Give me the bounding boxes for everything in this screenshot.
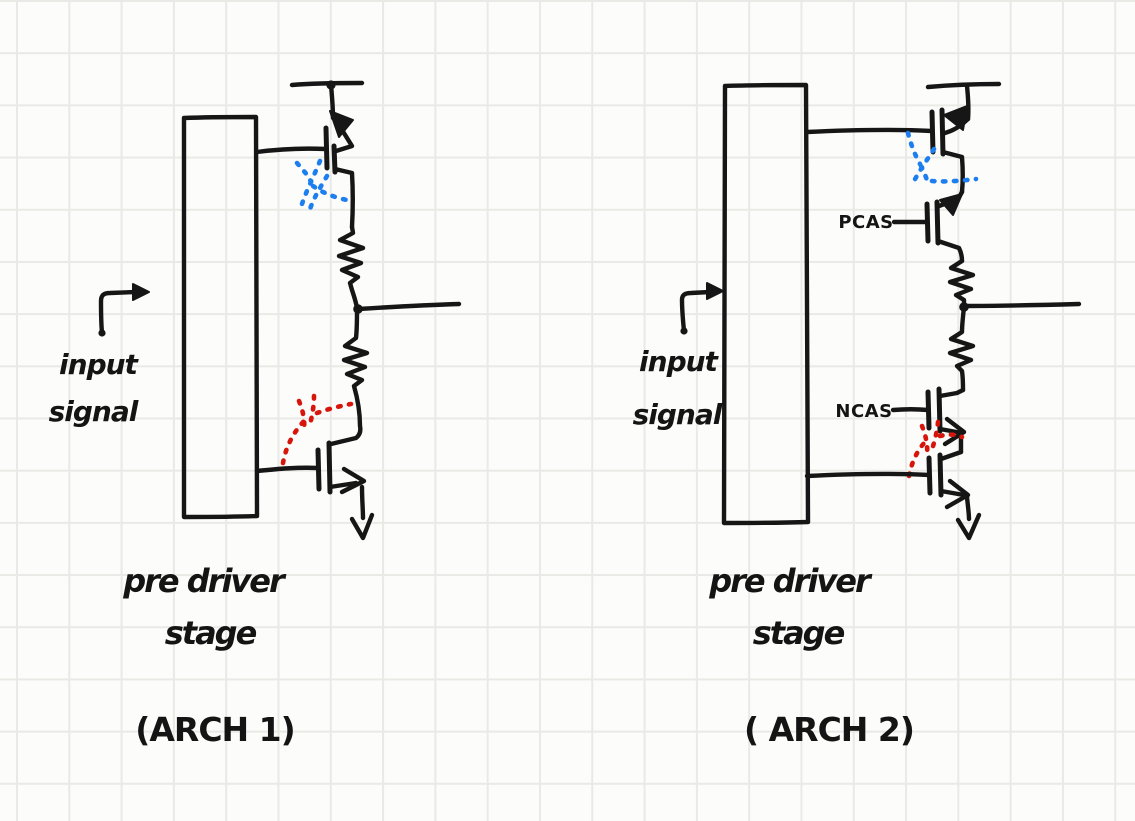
arch1-nmos-gate-wire	[254, 465, 321, 474]
arch2-capred-plate2	[928, 419, 941, 456]
arch1-nmos-channel-bar	[326, 440, 333, 495]
arch2-nmos-channel-bar	[937, 452, 944, 498]
arch1-nmos	[254, 440, 367, 495]
arch2-input-arrow-head	[706, 282, 724, 300]
arch2-ncas-label: NCAS	[835, 401, 892, 422]
arch1-input-label-line2: signal	[49, 395, 139, 428]
arch2-pcas-channel-bar	[934, 199, 941, 246]
arch2-predriver-box	[721, 82, 811, 526]
arch1-nmos-gate-bar	[315, 447, 322, 492]
arch2-capred-stroke1	[906, 435, 932, 479]
arch1-input-arrow-start-dot	[98, 329, 106, 337]
arch2-input-label-line2: signal	[633, 398, 723, 431]
arch2-pmos-source-arrow	[943, 105, 968, 131]
arch2-capblue-plate2	[918, 163, 931, 186]
arch1-circuit: input signal pre driver stage (ARCH 1)	[49, 80, 462, 749]
arch2-nmos-source-arrow	[944, 478, 971, 510]
arch2-pmos-channel-bar	[939, 107, 946, 157]
arch2-pmos-drain-wire	[940, 149, 965, 195]
arch2-ncas-gate-bar	[925, 389, 932, 431]
arch1-nmos-source-wire	[327, 480, 359, 490]
arch2-resistor-top	[947, 258, 976, 310]
arch2-nmos-source-wire	[938, 488, 967, 498]
arch2-output-wire	[961, 301, 1082, 309]
arch1-capblue-stroke2	[310, 183, 355, 204]
arch2-input-arrow-line	[679, 289, 713, 334]
arch2-capblue-stroke1	[905, 130, 923, 167]
arch2-nmos	[804, 449, 971, 510]
arch1-capred-plate1	[296, 398, 307, 433]
arch2-ncas-source-wire	[937, 426, 965, 436]
arch2-pcas-drain-wire	[935, 238, 965, 264]
arch1-capblue-stroke1	[294, 160, 314, 185]
arch1-resistor-bottom	[328, 307, 370, 447]
arch1-pmos-gate-wire	[254, 146, 329, 155]
arch2-nmos-drain-wire	[938, 449, 964, 462]
arch1-output-wire	[355, 301, 462, 312]
arch1-capblue-plate2	[306, 173, 330, 215]
arch1-capblue-plate1	[298, 158, 323, 210]
arch2-pcas-label: PCAS	[838, 212, 893, 233]
arch1-input-arrow-line	[98, 289, 139, 336]
arch2-nmos-gate-wire	[804, 471, 932, 479]
arch2-ground-stem	[964, 494, 972, 522]
arch2-capblue-plate1	[911, 146, 937, 184]
arch2-ncas-transistor	[890, 386, 967, 455]
arch1-pmos-source-arrow	[329, 110, 354, 138]
arch1-caption: (ARCH 1)	[135, 710, 294, 749]
arch2-pcas-gate-bar	[924, 201, 931, 244]
arch2-circuit: PCAS NCAS input signal pre driver stage …	[633, 81, 1082, 749]
arch1-parasitic-cap-blue-icon	[294, 158, 355, 215]
arch2-pmos-gate-wire	[804, 127, 935, 135]
arch2-box-label-line1: pre driver	[708, 562, 873, 600]
arch2-pmos-gate-bar	[929, 109, 936, 155]
arch1-pmos-gate-bar	[323, 125, 330, 171]
arch2-capred-plate1	[919, 423, 930, 459]
arch2-pmos	[804, 105, 971, 195]
arch2-caption: ( ARCH 2)	[744, 710, 914, 749]
arch2-input-arrow-start-dot	[680, 327, 688, 335]
arch2-box-label-line2: stage	[753, 614, 845, 652]
arch1-capred-plate2	[306, 393, 317, 431]
arch1-box-label-line2: stage	[165, 614, 257, 652]
arch2-parasitic-cap-blue-icon	[905, 130, 979, 186]
arch1-capred-stroke2	[314, 401, 354, 416]
arch1-ground-icon	[349, 484, 375, 541]
arch2-ground-icon	[955, 494, 982, 541]
arch1-pmos	[254, 110, 355, 230]
arch1-predriver-box	[181, 114, 260, 520]
arch2-ncas-gate-wire	[890, 407, 931, 413]
arch1-box-label-line1: pre driver	[122, 562, 287, 600]
arch2-resistor-bottom	[947, 304, 976, 393]
arch2-input-label-line1: input	[639, 345, 720, 378]
arch1-input-arrow-icon	[98, 283, 150, 337]
arch2-ground-arrowhead	[955, 512, 982, 541]
arch2-nmos-gate-bar	[926, 455, 933, 496]
arch1-resistor-top	[336, 224, 366, 311]
arch2-pcas-source-arrow	[939, 193, 963, 216]
arch1-input-arrow-head	[132, 283, 150, 301]
arch2-capred-stroke2	[937, 432, 965, 440]
arch2-pcas-transistor	[891, 189, 965, 264]
arch2-source-wire	[964, 83, 971, 122]
arch1-pmos-drain-wire	[332, 166, 355, 230]
arch1-nmos-source-arrow	[339, 466, 367, 495]
arch2-capblue-stroke2	[929, 176, 979, 184]
arch2-ncas-drain-wire	[937, 387, 966, 399]
arch2-ncas-source-arrow	[942, 416, 967, 447]
arch1-ground-arrowhead	[349, 512, 375, 541]
arch1-input-label-line1: input	[59, 348, 140, 381]
arch2-input-arrow-icon	[679, 282, 724, 335]
arch2-supply-rail	[925, 81, 1002, 90]
arch1-parasitic-cap-red-icon	[280, 393, 354, 466]
arch1-ground-stem	[359, 484, 366, 521]
arch2-pmos-source-hook	[942, 116, 971, 136]
